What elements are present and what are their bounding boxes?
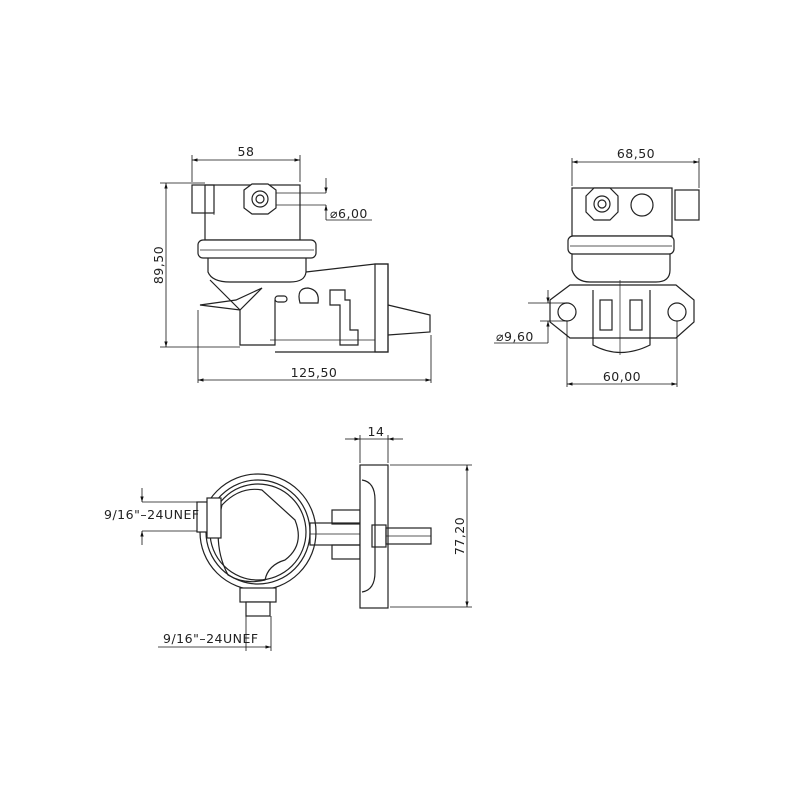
side-view <box>549 187 700 355</box>
dim-front-width: 58 <box>238 144 255 159</box>
dim-side-width: 68,50 <box>617 146 655 161</box>
dim-front-height: 89,50 <box>151 246 166 284</box>
top-dimensions: 14 77,20 9/16"–24UNEF 9/16"–24UNEF <box>104 424 472 651</box>
front-dimensions: 58 89,50 ⌀6,00 125,50 <box>151 144 432 383</box>
side-dimensions: 68,50 ⌀9,60 60,00 <box>494 146 700 387</box>
dim-flange-thickness: 14 <box>368 424 385 439</box>
dim-outlet-diameter: ⌀6,00 <box>330 206 368 221</box>
outlet-nut <box>243 183 277 215</box>
dim-thread-bottom: 9/16"–24UNEF <box>163 631 259 646</box>
dim-flange-height: 77,20 <box>452 517 467 555</box>
top-view <box>196 464 432 617</box>
dim-front-length: 125,50 <box>291 365 338 380</box>
dim-thread-side: 9/16"–24UNEF <box>104 507 200 522</box>
dim-mount-hole-diameter: ⌀9,60 <box>496 329 534 344</box>
front-view <box>191 183 431 353</box>
dim-mount-hole-spacing: 60,00 <box>603 369 641 384</box>
